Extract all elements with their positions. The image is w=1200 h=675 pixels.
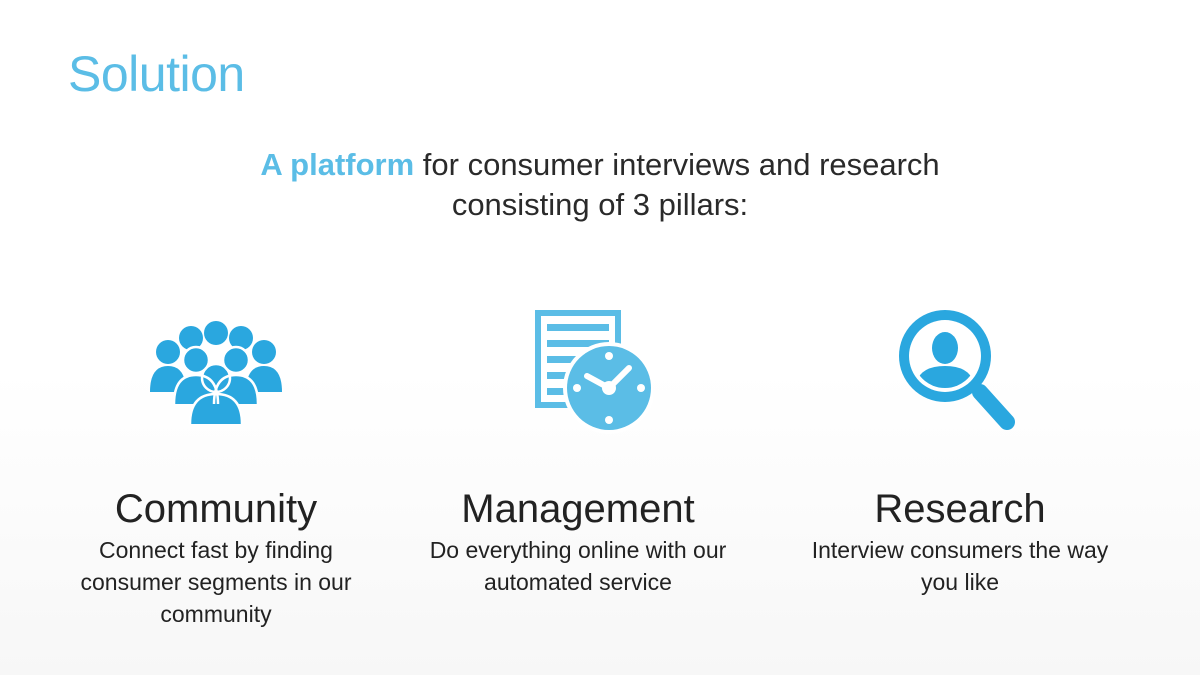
magnifier-person-icon: [780, 300, 1140, 440]
pillar-heading: Community: [114, 487, 318, 531]
pillar-description: Interview consumers the way you like: [811, 537, 1109, 595]
document-clock-icon: [398, 300, 758, 440]
subtitle-line1: for consumer interviews and research: [414, 147, 940, 182]
pillar-heading: Research: [874, 487, 1046, 531]
people-group-icon: [36, 300, 396, 440]
pillar-heading: Management: [461, 487, 695, 531]
subtitle-line2: consisting of 3 pillars:: [451, 187, 749, 222]
pillar-description: Connect fast by finding consumer segment…: [80, 537, 352, 627]
pillar-research: Research Interview consumers the way you…: [780, 300, 1140, 595]
slide-title: Solution: [68, 46, 245, 102]
slide-subtitle: A platform for consumer interviews and r…: [150, 145, 1050, 225]
pillar-description: Do everything online with our automated …: [429, 537, 727, 595]
pillar-management: Management Do everything online with our…: [398, 300, 758, 595]
subtitle-accent: A platform: [260, 147, 415, 182]
pillar-community: Community Connect fast by finding consum…: [36, 300, 396, 627]
